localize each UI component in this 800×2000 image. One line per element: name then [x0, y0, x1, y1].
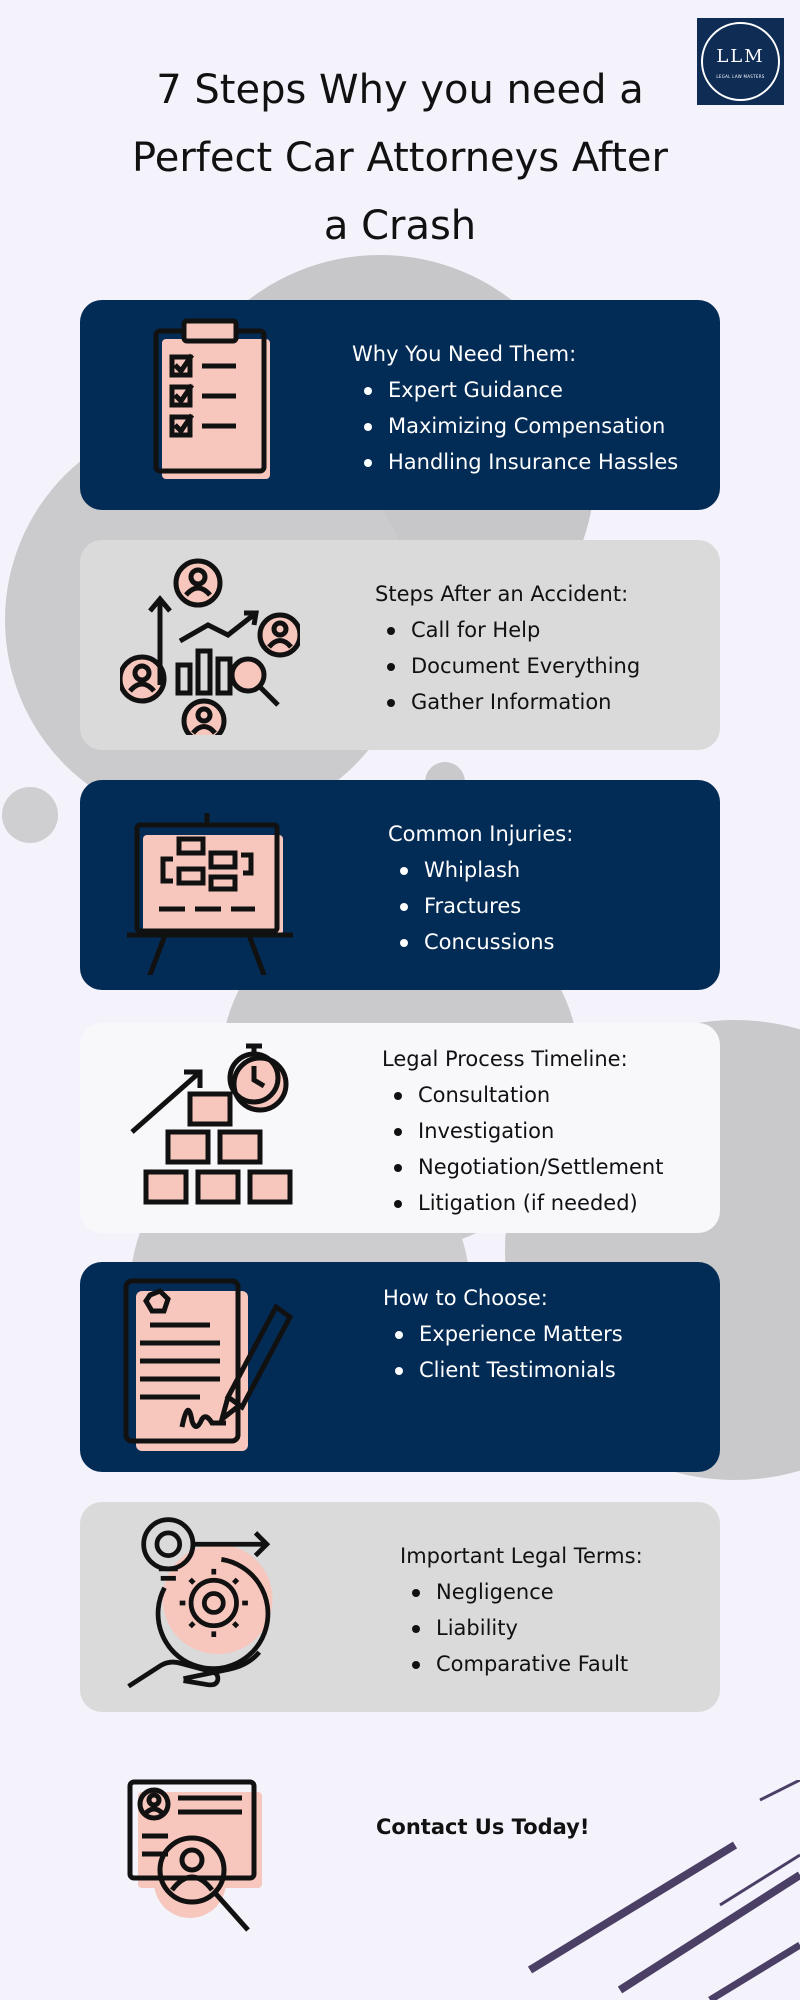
card-important-legal-terms: Important Legal Terms: Negligence Liabil…	[80, 1502, 720, 1712]
list-item: Maximizing Compensation	[352, 408, 678, 444]
clipboard-checklist-icon	[153, 318, 270, 479]
list-item: Fractures	[388, 888, 573, 924]
list-item: Investigation	[382, 1113, 663, 1149]
card-list: Expert Guidance Maximizing Compensation …	[352, 372, 678, 480]
idea-gear-hand-icon	[127, 1517, 273, 1689]
card-heading: Common Injuries:	[388, 822, 574, 846]
title-line-3: a Crash	[323, 203, 477, 249]
card-heading: Important Legal Terms:	[400, 1544, 643, 1568]
boxes-growth-timer-icon	[130, 1043, 293, 1205]
title-line-1: 7 Steps Why you need a	[156, 67, 644, 113]
card-list: Whiplash Fractures Concussions	[388, 852, 573, 960]
list-item: Handling Insurance Hassles	[352, 444, 678, 480]
card-heading: Steps After an Accident:	[375, 582, 629, 606]
presentation-board-icon	[127, 813, 293, 975]
list-item: Document Everything	[375, 648, 640, 684]
signed-document-pen-icon	[123, 1278, 294, 1451]
people-analytics-icon	[120, 558, 300, 735]
list-item: Comparative Fault	[400, 1646, 643, 1682]
card-text: How to Choose: Experience Matters Client…	[383, 1280, 623, 1388]
decorative-stripes	[527, 1780, 800, 2000]
list-item: Liability	[400, 1610, 643, 1646]
card-text: Common Injuries: Whiplash Fractures Conc…	[388, 816, 573, 960]
list-item: Client Testimonials	[383, 1352, 623, 1388]
card-how-to-choose: How to Choose: Experience Matters Client…	[80, 1262, 720, 1472]
card-text: Legal Process Timeline: Consultation Inv…	[382, 1041, 663, 1221]
card-heading: Legal Process Timeline:	[382, 1047, 628, 1071]
logo-monogram: LLM	[716, 46, 765, 67]
list-item: Whiplash	[388, 852, 573, 888]
card-why-you-need-them: Why You Need Them: Expert Guidance Maxim…	[80, 300, 720, 510]
card-steps-after-accident: Steps After an Accident: Call for Help D…	[80, 540, 720, 750]
card-list: Negligence Liability Comparative Fault	[400, 1574, 643, 1682]
list-item: Expert Guidance	[352, 372, 678, 408]
list-item: Gather Information	[375, 684, 640, 720]
list-item: Negotiation/Settlement	[382, 1149, 663, 1185]
card-heading: How to Choose:	[383, 1286, 548, 1310]
logo-subtext: LEGAL LAW MASTERS	[716, 74, 765, 79]
card-text: Important Legal Terms: Negligence Liabil…	[400, 1538, 643, 1682]
card-text: Steps After an Accident: Call for Help D…	[375, 576, 640, 720]
logo-ring	[701, 22, 780, 101]
list-item: Consultation	[382, 1077, 663, 1113]
profile-search-icon	[127, 1779, 262, 1932]
card-list: Consultation Investigation Negotiation/S…	[382, 1077, 663, 1221]
contact-cta[interactable]: Contact Us Today!	[376, 1815, 590, 1839]
card-text: Why You Need Them: Expert Guidance Maxim…	[352, 336, 678, 480]
card-common-injuries: Common Injuries: Whiplash Fractures Conc…	[80, 780, 720, 990]
list-item: Call for Help	[375, 612, 640, 648]
card-legal-process-timeline: Legal Process Timeline: Consultation Inv…	[80, 1023, 720, 1233]
title-line-2: Perfect Car Attorneys After	[132, 135, 668, 181]
list-item: Negligence	[400, 1574, 643, 1610]
list-item: Experience Matters	[383, 1316, 623, 1352]
list-item: Concussions	[388, 924, 573, 960]
card-list: Call for Help Document Everything Gather…	[375, 612, 640, 720]
firm-logo: LLM LEGAL LAW MASTERS	[697, 18, 784, 105]
card-heading: Why You Need Them:	[352, 342, 577, 366]
list-item: Litigation (if needed)	[382, 1185, 663, 1221]
card-list: Experience Matters Client Testimonials	[383, 1316, 623, 1388]
page-title: 7 Steps Why you need a Perfect Car Attor…	[100, 56, 700, 260]
